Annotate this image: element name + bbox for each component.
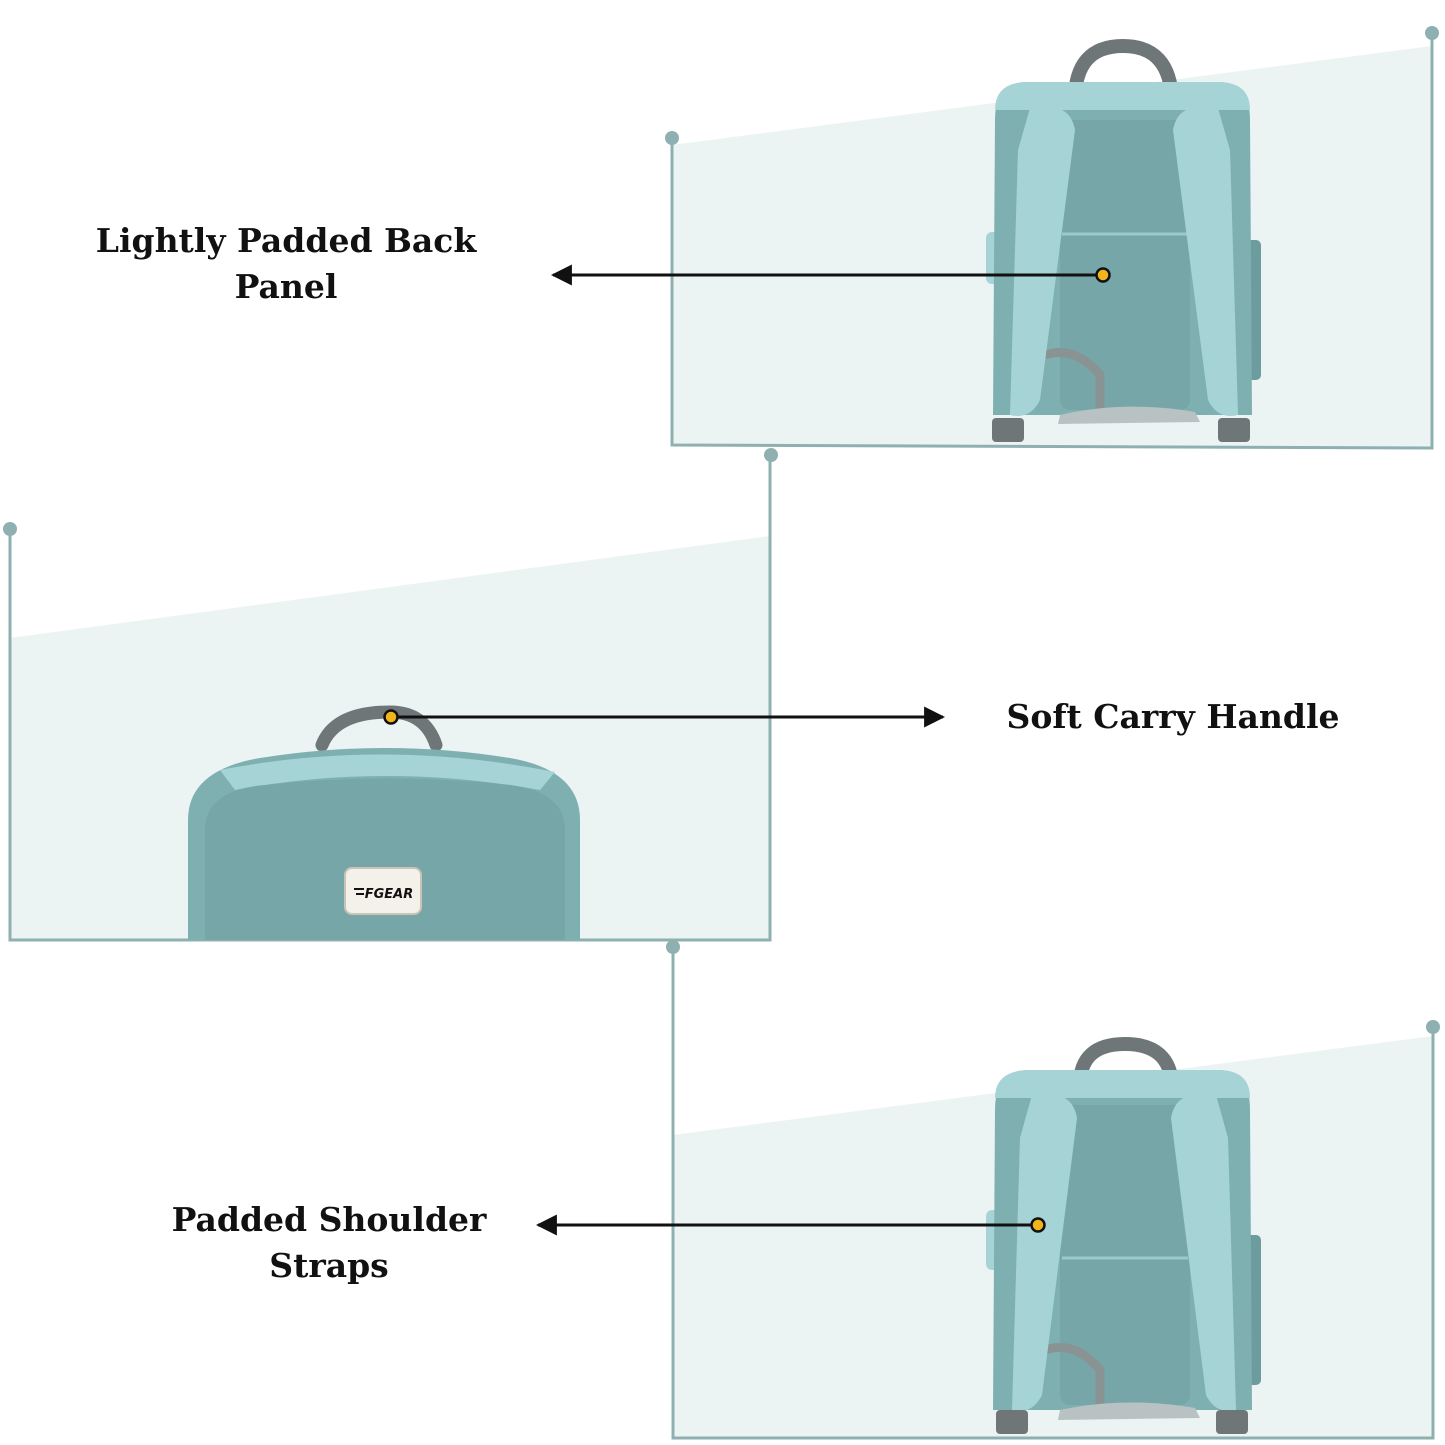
carry-handle xyxy=(1068,38,1179,107)
feature-label-line: Padded Shoulder xyxy=(171,1200,487,1239)
brand-patch: FGEAR xyxy=(344,867,422,915)
feature-label-line: Lightly Padded Back xyxy=(95,221,477,260)
frame-pin-dot xyxy=(665,131,679,145)
backpack-back-view-image xyxy=(986,1036,1261,1434)
back-panel xyxy=(1060,120,1190,410)
back-panel xyxy=(1060,1105,1190,1405)
feature-label-line: Straps xyxy=(269,1246,389,1285)
feature-label-line: Panel xyxy=(234,267,338,306)
right-shoulder-strap xyxy=(1173,106,1238,416)
bag-top-edge xyxy=(995,1070,1250,1098)
brand-logo-icon xyxy=(354,888,364,895)
callout-marker-dot xyxy=(1095,267,1111,283)
frame-pin-dot xyxy=(764,448,778,462)
feature-panel-carry-handle: FGEAR xyxy=(3,448,946,942)
strap-buckle xyxy=(996,1410,1028,1434)
frame-pin-dot xyxy=(1425,26,1439,40)
bottom-webbing xyxy=(1058,406,1200,424)
backpack-back-view-image xyxy=(986,38,1261,442)
frame-pin-dot xyxy=(666,940,680,954)
feature-label-shoulder-straps: Padded Shoulder Straps xyxy=(149,1197,509,1289)
front-panel xyxy=(205,778,565,940)
strap-buckle xyxy=(1218,418,1250,442)
panel-frame xyxy=(671,947,1435,1440)
strap-buckle xyxy=(992,418,1024,442)
feature-panel-back-panel xyxy=(550,26,1439,450)
sternum-strap xyxy=(1043,348,1105,415)
right-shoulder-strap xyxy=(1171,1093,1236,1411)
left-shoulder-strap xyxy=(1012,1093,1077,1411)
sternum-strap xyxy=(1043,1343,1105,1410)
callout-marker-dot xyxy=(383,709,399,725)
bag-top-edge xyxy=(220,754,555,790)
feature-label-carry-handle: Soft Carry Handle xyxy=(993,694,1353,740)
feature-panel-shoulder-straps xyxy=(535,940,1440,1440)
brand-patch-label xyxy=(344,867,422,915)
frame-pin-dot xyxy=(1426,1020,1440,1034)
carry-handle xyxy=(1073,1036,1179,1092)
panel-frame xyxy=(670,33,1434,450)
frame-pin-dot xyxy=(3,522,17,536)
strap-buckle xyxy=(1216,1410,1248,1434)
left-shoulder-strap xyxy=(1010,106,1075,416)
brand-logo-text: FGEAR xyxy=(365,887,414,902)
feature-label-back-panel: Lightly Padded Back Panel xyxy=(86,218,486,310)
feature-label-line: Soft Carry Handle xyxy=(1006,697,1340,736)
callout-marker-dot xyxy=(1030,1217,1046,1233)
bottom-webbing xyxy=(1058,1402,1200,1420)
bag-top-edge xyxy=(995,82,1250,110)
